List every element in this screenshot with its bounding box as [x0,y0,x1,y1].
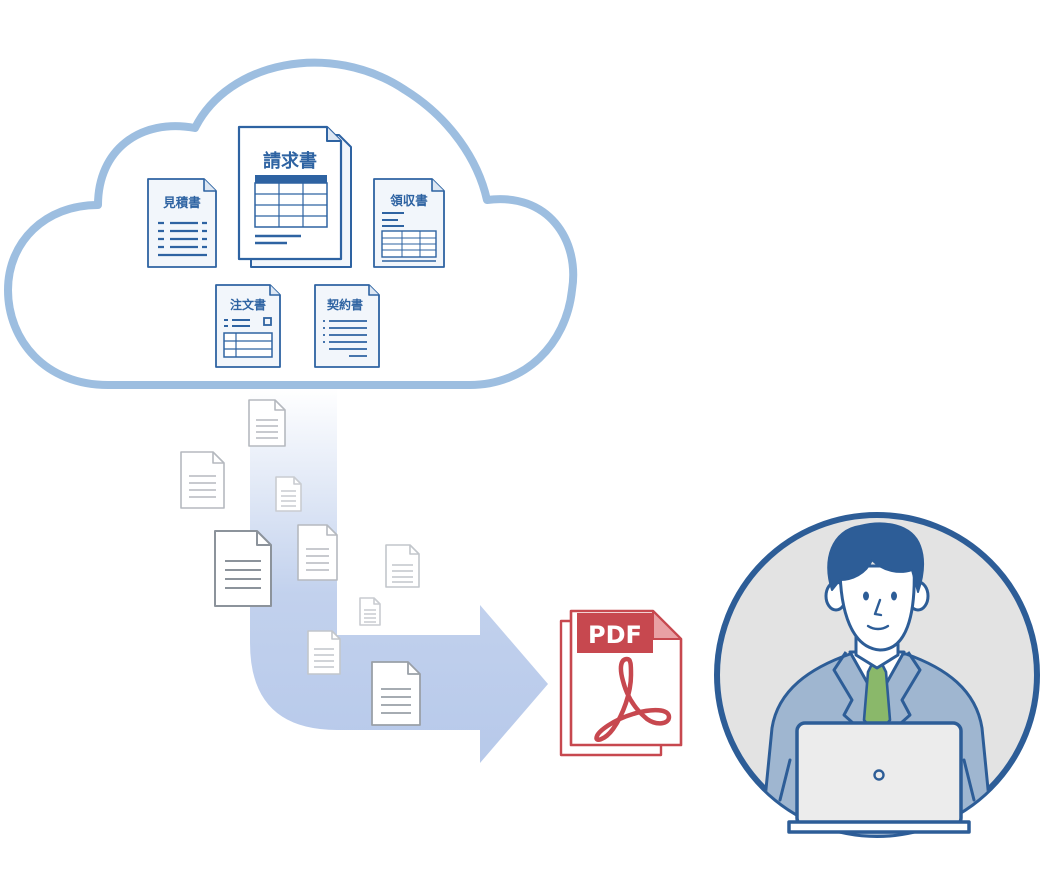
contract-label: 契約書 [326,297,363,312]
pdf-file-icon: PDF [559,609,683,757]
receipt-document-icon: 領収書 [373,178,445,268]
receipt-label: 領収書 [389,193,428,208]
laptop-icon [787,721,971,834]
acrobat-icon [594,656,672,742]
floating-document-icon [359,597,381,626]
person-avatar [714,512,1040,838]
estimate-label: 見積書 [162,195,201,210]
order-document-icon: 注文書 [215,284,281,368]
order-label: 注文書 [230,297,266,312]
floating-document-icon [180,451,225,509]
estimate-document-icon: 見積書 [147,178,217,268]
floating-document-icon [297,524,338,581]
floating-document-icon [371,661,421,726]
contract-document-icon: 契約書 [314,284,380,368]
floating-documents [180,399,421,726]
floating-document-icon [275,476,302,512]
floating-document-icon [307,630,341,675]
pdf-label: PDF [588,621,642,649]
floating-document-icon [248,399,286,447]
floating-document-icon [214,530,272,607]
invoice-document-icon: 請求書 [237,125,352,268]
floating-document-icon [385,544,420,588]
invoice-label: 請求書 [263,150,317,172]
